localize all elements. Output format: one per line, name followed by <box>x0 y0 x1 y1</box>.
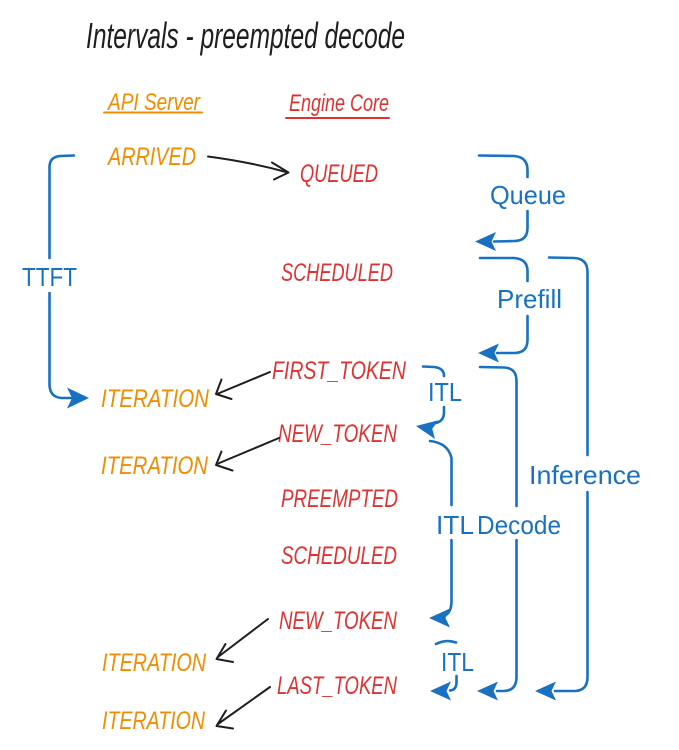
svg-text:PREEMPTED: PREEMPTED <box>281 485 398 513</box>
svg-text:ITERATION: ITERATION <box>101 452 209 480</box>
svg-text:ITERATION: ITERATION <box>102 707 206 735</box>
svg-text:SCHEDULED: SCHEDULED <box>281 542 397 570</box>
svg-text:NEW_TOKEN: NEW_TOKEN <box>278 420 398 448</box>
svg-text:Prefill: Prefill <box>497 284 562 314</box>
svg-text:Engine Core: Engine Core <box>289 90 389 117</box>
svg-text:LAST_TOKEN: LAST_TOKEN <box>277 672 398 700</box>
svg-text:Queue: Queue <box>490 180 566 210</box>
svg-text:Inference: Inference <box>529 460 641 490</box>
svg-text:QUEUED: QUEUED <box>300 160 378 188</box>
svg-text:Intervals - preempted decode: Intervals - preempted decode <box>86 15 405 56</box>
svg-text:ARRIVED: ARRIVED <box>106 143 196 171</box>
svg-text:Decode: Decode <box>477 510 561 540</box>
svg-text:ITERATION: ITERATION <box>102 649 207 677</box>
svg-text:ITL: ITL <box>436 510 474 540</box>
svg-text:ITL: ITL <box>441 647 474 677</box>
svg-text:ITERATION: ITERATION <box>101 385 210 413</box>
svg-text:SCHEDULED: SCHEDULED <box>281 259 393 287</box>
svg-text:FIRST_TOKEN: FIRST_TOKEN <box>272 357 407 385</box>
svg-text:ITL: ITL <box>428 377 462 407</box>
svg-text:NEW_TOKEN: NEW_TOKEN <box>279 607 398 635</box>
svg-text:TTFT: TTFT <box>22 262 77 292</box>
